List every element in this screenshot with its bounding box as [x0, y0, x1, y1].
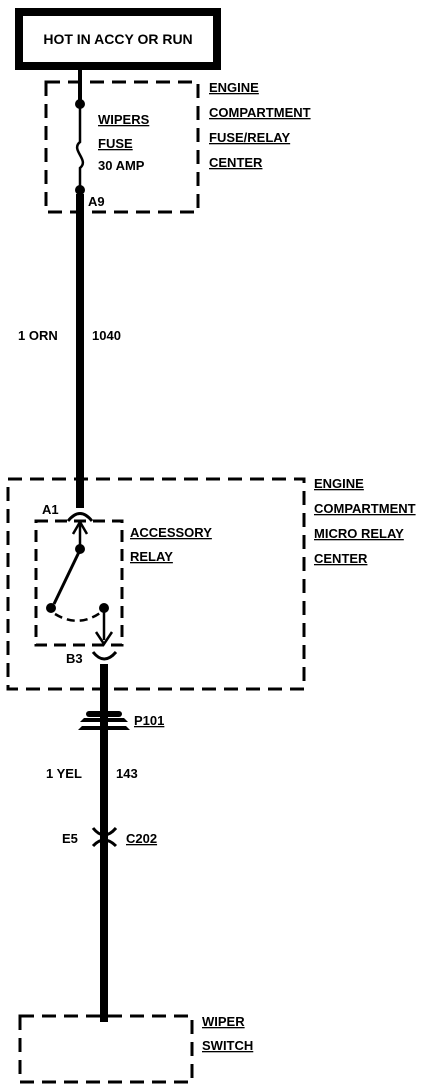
c202-pin: E5 [62, 831, 78, 846]
fuse-name-line-1: WIPERS [98, 112, 150, 127]
relay-name-line-1: ACCESSORY [130, 525, 212, 540]
relay-output-connector-icon [91, 650, 118, 661]
wiper-switch: WIPER SWITCH [18, 1014, 253, 1084]
relay-center: ENGINE COMPARTMENT MICRO RELAY CENTER A1… [6, 476, 416, 691]
wiper-switch-title-2: SWITCH [202, 1038, 253, 1053]
lower-wire-gauge-color: 1 YEL [46, 766, 82, 781]
upper-wire-gauge-color: 1 ORN [18, 328, 58, 343]
relay-output-terminal: B3 [66, 651, 83, 666]
fuse-block-title-3: FUSE/RELAY [209, 130, 290, 145]
c202-label: C202 [126, 831, 157, 846]
fuse-name-line-2: FUSE [98, 136, 133, 151]
fuse-rating: 30 AMP [98, 158, 145, 173]
relay-center-title-1: ENGINE [314, 476, 364, 491]
fuse-block-title-2: COMPARTMENT [209, 105, 311, 120]
upper-wire: 1 ORN 1040 [18, 194, 121, 508]
p101-label: P101 [134, 713, 164, 728]
relay-input-connector-icon [66, 512, 94, 522]
fuse-element-icon [75, 108, 85, 190]
fuse-output-terminal: A9 [88, 194, 105, 209]
relay-input-terminal: A1 [42, 502, 59, 517]
upper-wire-circuit: 1040 [92, 328, 121, 343]
relay-center-title-4: CENTER [314, 551, 368, 566]
lower-wire-circuit: 143 [116, 766, 138, 781]
wiper-switch-title-1: WIPER [202, 1014, 245, 1029]
power-source-label: HOT IN ACCY OR RUN [43, 31, 192, 47]
accessory-relay-box [34, 519, 124, 647]
relay-center-title-3: MICRO RELAY [314, 526, 404, 541]
fuse-top-terminal [75, 99, 85, 109]
connector-p101: P101 [78, 711, 164, 730]
fuse-block: WIPERS FUSE 30 AMP A9 ENGINE COMPARTMENT… [44, 66, 311, 214]
connector-c202: E5 C202 [62, 826, 157, 848]
fuse-bottom-terminal [75, 185, 85, 195]
power-source-box: HOT IN ACCY OR RUN [15, 8, 221, 70]
relay-name-line-2: RELAY [130, 549, 173, 564]
fuse-block-title-1: ENGINE [209, 80, 259, 95]
fuse-block-title-4: CENTER [209, 155, 263, 170]
relay-center-title-2: COMPARTMENT [314, 501, 416, 516]
relay-switch-icon [46, 519, 114, 647]
